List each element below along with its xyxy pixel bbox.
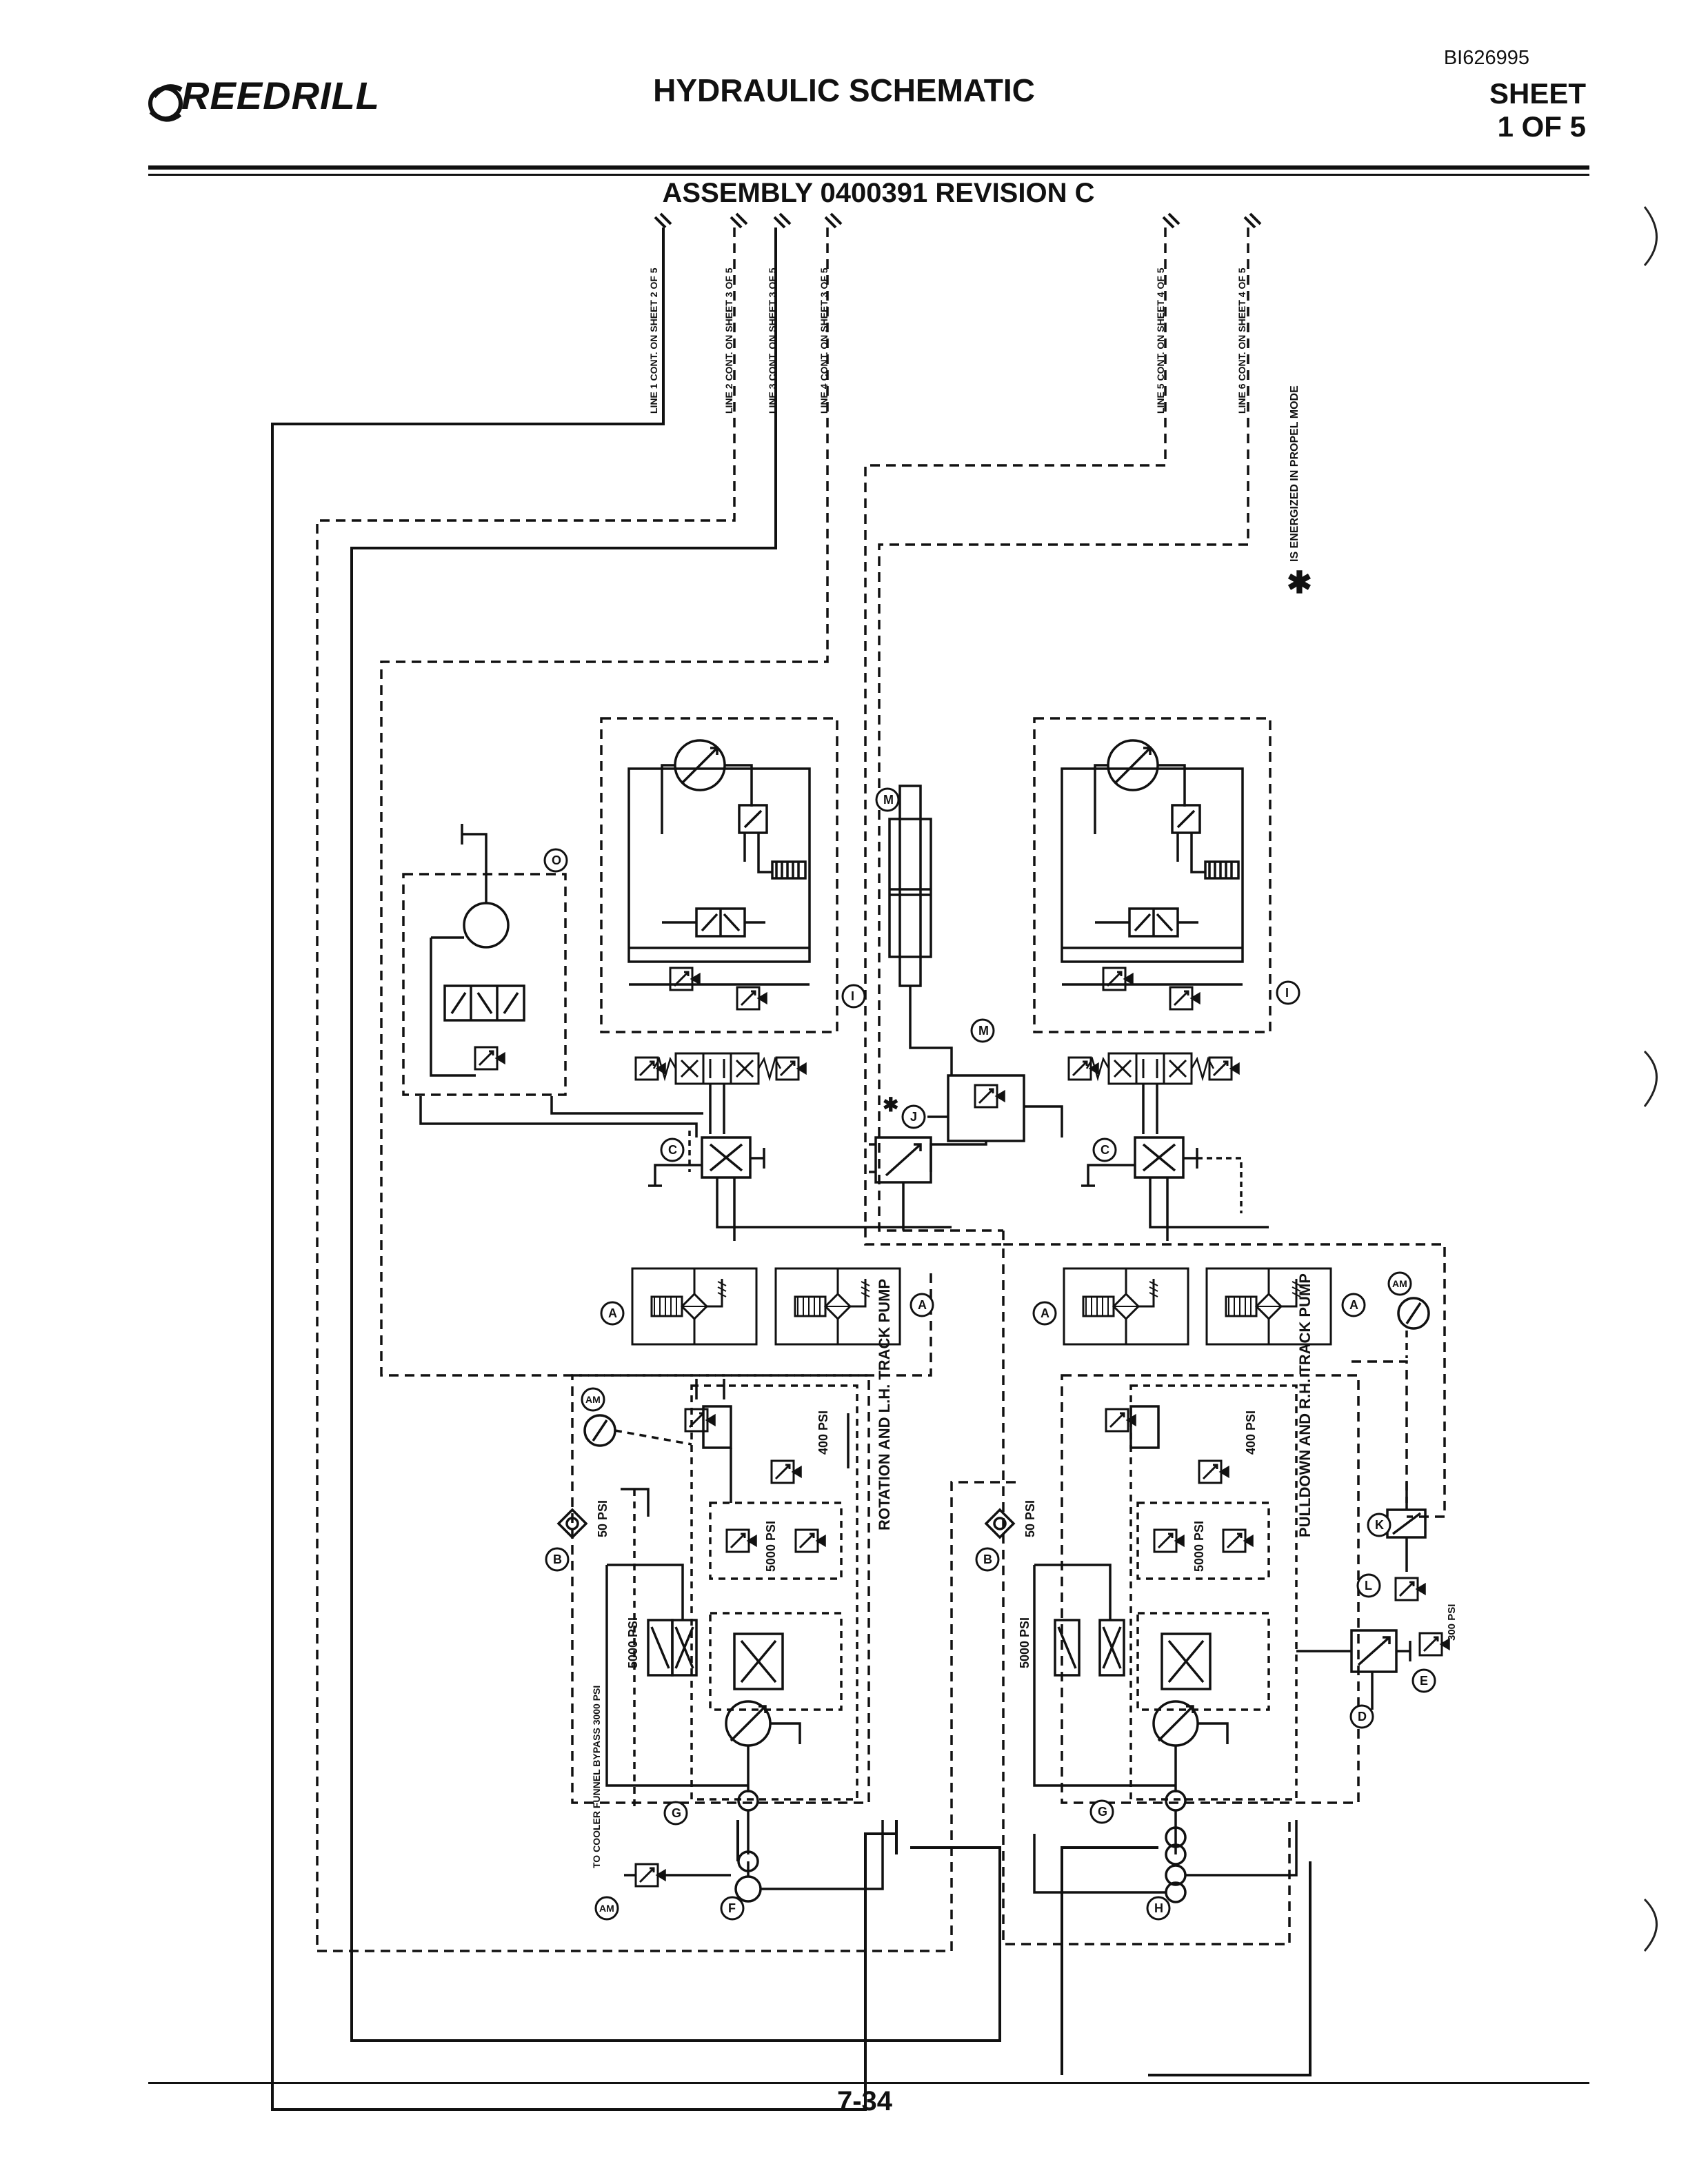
svg-text:AM: AM <box>585 1394 601 1405</box>
svg-text:M: M <box>883 793 894 807</box>
dashed-lines <box>316 228 1446 1952</box>
svg-text:F: F <box>728 1901 736 1915</box>
svg-text:G: G <box>1098 1805 1107 1819</box>
gauges-am <box>583 1297 1430 1447</box>
svg-text:5000 PSI: 5000 PSI <box>626 1617 640 1668</box>
middle-cylinder-m <box>888 785 1063 1172</box>
asterisk-j-icon: ✱ <box>883 1094 898 1115</box>
energized-note: IS ENERGIZED IN PROPEL MODE ✱ <box>1287 385 1312 600</box>
solenoid-valve-j <box>869 1136 932 1231</box>
labels-bottom: G G F H <box>663 1799 1171 1921</box>
filters-a <box>631 1267 1332 1346</box>
right-valves <box>1296 1331 1450 1710</box>
svg-text:M: M <box>978 1024 989 1038</box>
line-ref-5: LINE 5 CONT. ON SHEET 4 OF 5 <box>1155 267 1166 414</box>
valve-c-left <box>648 1131 952 1241</box>
line-ref-6: LINE 6 CONT. ON SHEET 4 OF 5 <box>1236 267 1247 414</box>
svg-text:5000 PSI: 5000 PSI <box>764 1521 778 1572</box>
labels-c: C C <box>660 1138 1117 1162</box>
svg-text:AM: AM <box>599 1903 614 1914</box>
labels-am: AM AM AM <box>581 1271 1412 1921</box>
note-text: IS ENERGIZED IN PROPEL MODE <box>1289 385 1300 562</box>
svg-text:300 PSI: 300 PSI <box>1446 1604 1458 1641</box>
labels-m: M M <box>875 787 995 1043</box>
header-rule-thin <box>148 174 1589 176</box>
labels-i: I I <box>841 980 1300 1009</box>
pump-labels: ROTATION AND L.H. TRACK PUMP PULLDOWN AN… <box>876 1273 1314 1537</box>
header-rule-thick <box>148 165 1589 170</box>
svg-text:50 PSI: 50 PSI <box>1023 1500 1037 1537</box>
binder-marks <box>1643 206 1658 1952</box>
svg-text:B: B <box>983 1553 992 1566</box>
labels-a: A A A A <box>600 1293 1366 1326</box>
svg-text:O: O <box>552 853 561 867</box>
labels-kdle: K L D E <box>1349 1513 1436 1729</box>
sheet-label: SHEET <box>1489 77 1586 110</box>
sheet-indicator: SHEET 1 OF 5 <box>1489 77 1586 143</box>
left-pump-label: ROTATION AND L.H. TRACK PUMP <box>876 1279 893 1530</box>
valve-c-right <box>1081 1136 1269 1241</box>
svg-text:I: I <box>851 989 854 1003</box>
svg-text:C: C <box>1101 1143 1109 1157</box>
line-ref-labels: LINE 1 CONT. ON SHEET 2 OF 5 LINE 2 CONT… <box>648 267 1247 414</box>
svg-text:5000 PSI: 5000 PSI <box>1018 1617 1032 1668</box>
labels-b: B B <box>545 1547 1000 1572</box>
svg-text:K: K <box>1375 1518 1384 1532</box>
svg-text:A: A <box>918 1298 927 1312</box>
svg-text:A: A <box>1349 1298 1358 1312</box>
page-number: 7-34 <box>836 2086 893 2116</box>
upper-block-right <box>1033 717 1272 1134</box>
svg-text:B: B <box>553 1553 562 1566</box>
motor-group-o <box>402 824 703 1138</box>
footer-rule <box>148 2082 1589 2084</box>
line-ref-1: LINE 1 CONT. ON SHEET 2 OF 5 <box>648 267 659 414</box>
svg-text:G: G <box>672 1806 681 1820</box>
bottom-pumps <box>624 1820 1298 1903</box>
svg-text:400 PSI: 400 PSI <box>816 1410 830 1455</box>
reedrill-logo: REEDRILL <box>141 69 390 138</box>
svg-text:C: C <box>668 1143 677 1157</box>
svg-text:A: A <box>1041 1306 1049 1320</box>
page-title: HYDRAULIC SCHEMATIC <box>653 72 1035 108</box>
pump-block-left <box>571 1374 870 1872</box>
logo-text: REEDRILL <box>181 74 380 117</box>
svg-text:J: J <box>910 1110 917 1124</box>
sheet-number: 1 OF 5 <box>1497 110 1586 143</box>
svg-text:I: I <box>1285 986 1289 1000</box>
svg-text:E: E <box>1420 1674 1428 1688</box>
svg-text:L: L <box>1365 1579 1372 1593</box>
cooler-label: TO COOLER FUNNEL BYPASS 3000 PSI <box>591 1686 602 1868</box>
assembly-subtitle: ASSEMBLY 0400391 REVISION C <box>662 178 1095 208</box>
label-o: O <box>543 848 568 873</box>
svg-text:A: A <box>608 1306 617 1320</box>
pressure-labels: 400 PSI 400 PSI 5000 PSI 5000 PSI 5000 P… <box>596 1410 1458 1668</box>
solid-lines <box>271 228 1312 2111</box>
svg-text:50 PSI: 50 PSI <box>596 1500 610 1537</box>
line-break-marks <box>654 212 1262 229</box>
asterisk-icon: ✱ <box>1287 566 1312 600</box>
svg-text:AM: AM <box>1392 1278 1407 1289</box>
document-id: BI626995 <box>1443 47 1529 69</box>
svg-text:H: H <box>1154 1901 1163 1915</box>
logo-swirl-icon <box>148 84 183 122</box>
right-pump-label: PULLDOWN AND R.H. TRACK PUMP <box>1296 1273 1314 1537</box>
svg-text:5000 PSI: 5000 PSI <box>1192 1521 1206 1572</box>
line-ref-2: LINE 2 CONT. ON SHEET 3 OF 5 <box>723 267 734 414</box>
svg-text:D: D <box>1358 1710 1367 1723</box>
check-valves-b <box>556 1508 1016 1539</box>
svg-text:TO COOLER FUNNEL BYPASS 3000 P: TO COOLER FUNNEL BYPASS 3000 PSI <box>591 1686 602 1868</box>
labels-j: J ✱ <box>883 1094 926 1129</box>
upper-block-left <box>600 717 838 1134</box>
svg-text:400 PSI: 400 PSI <box>1244 1410 1258 1455</box>
